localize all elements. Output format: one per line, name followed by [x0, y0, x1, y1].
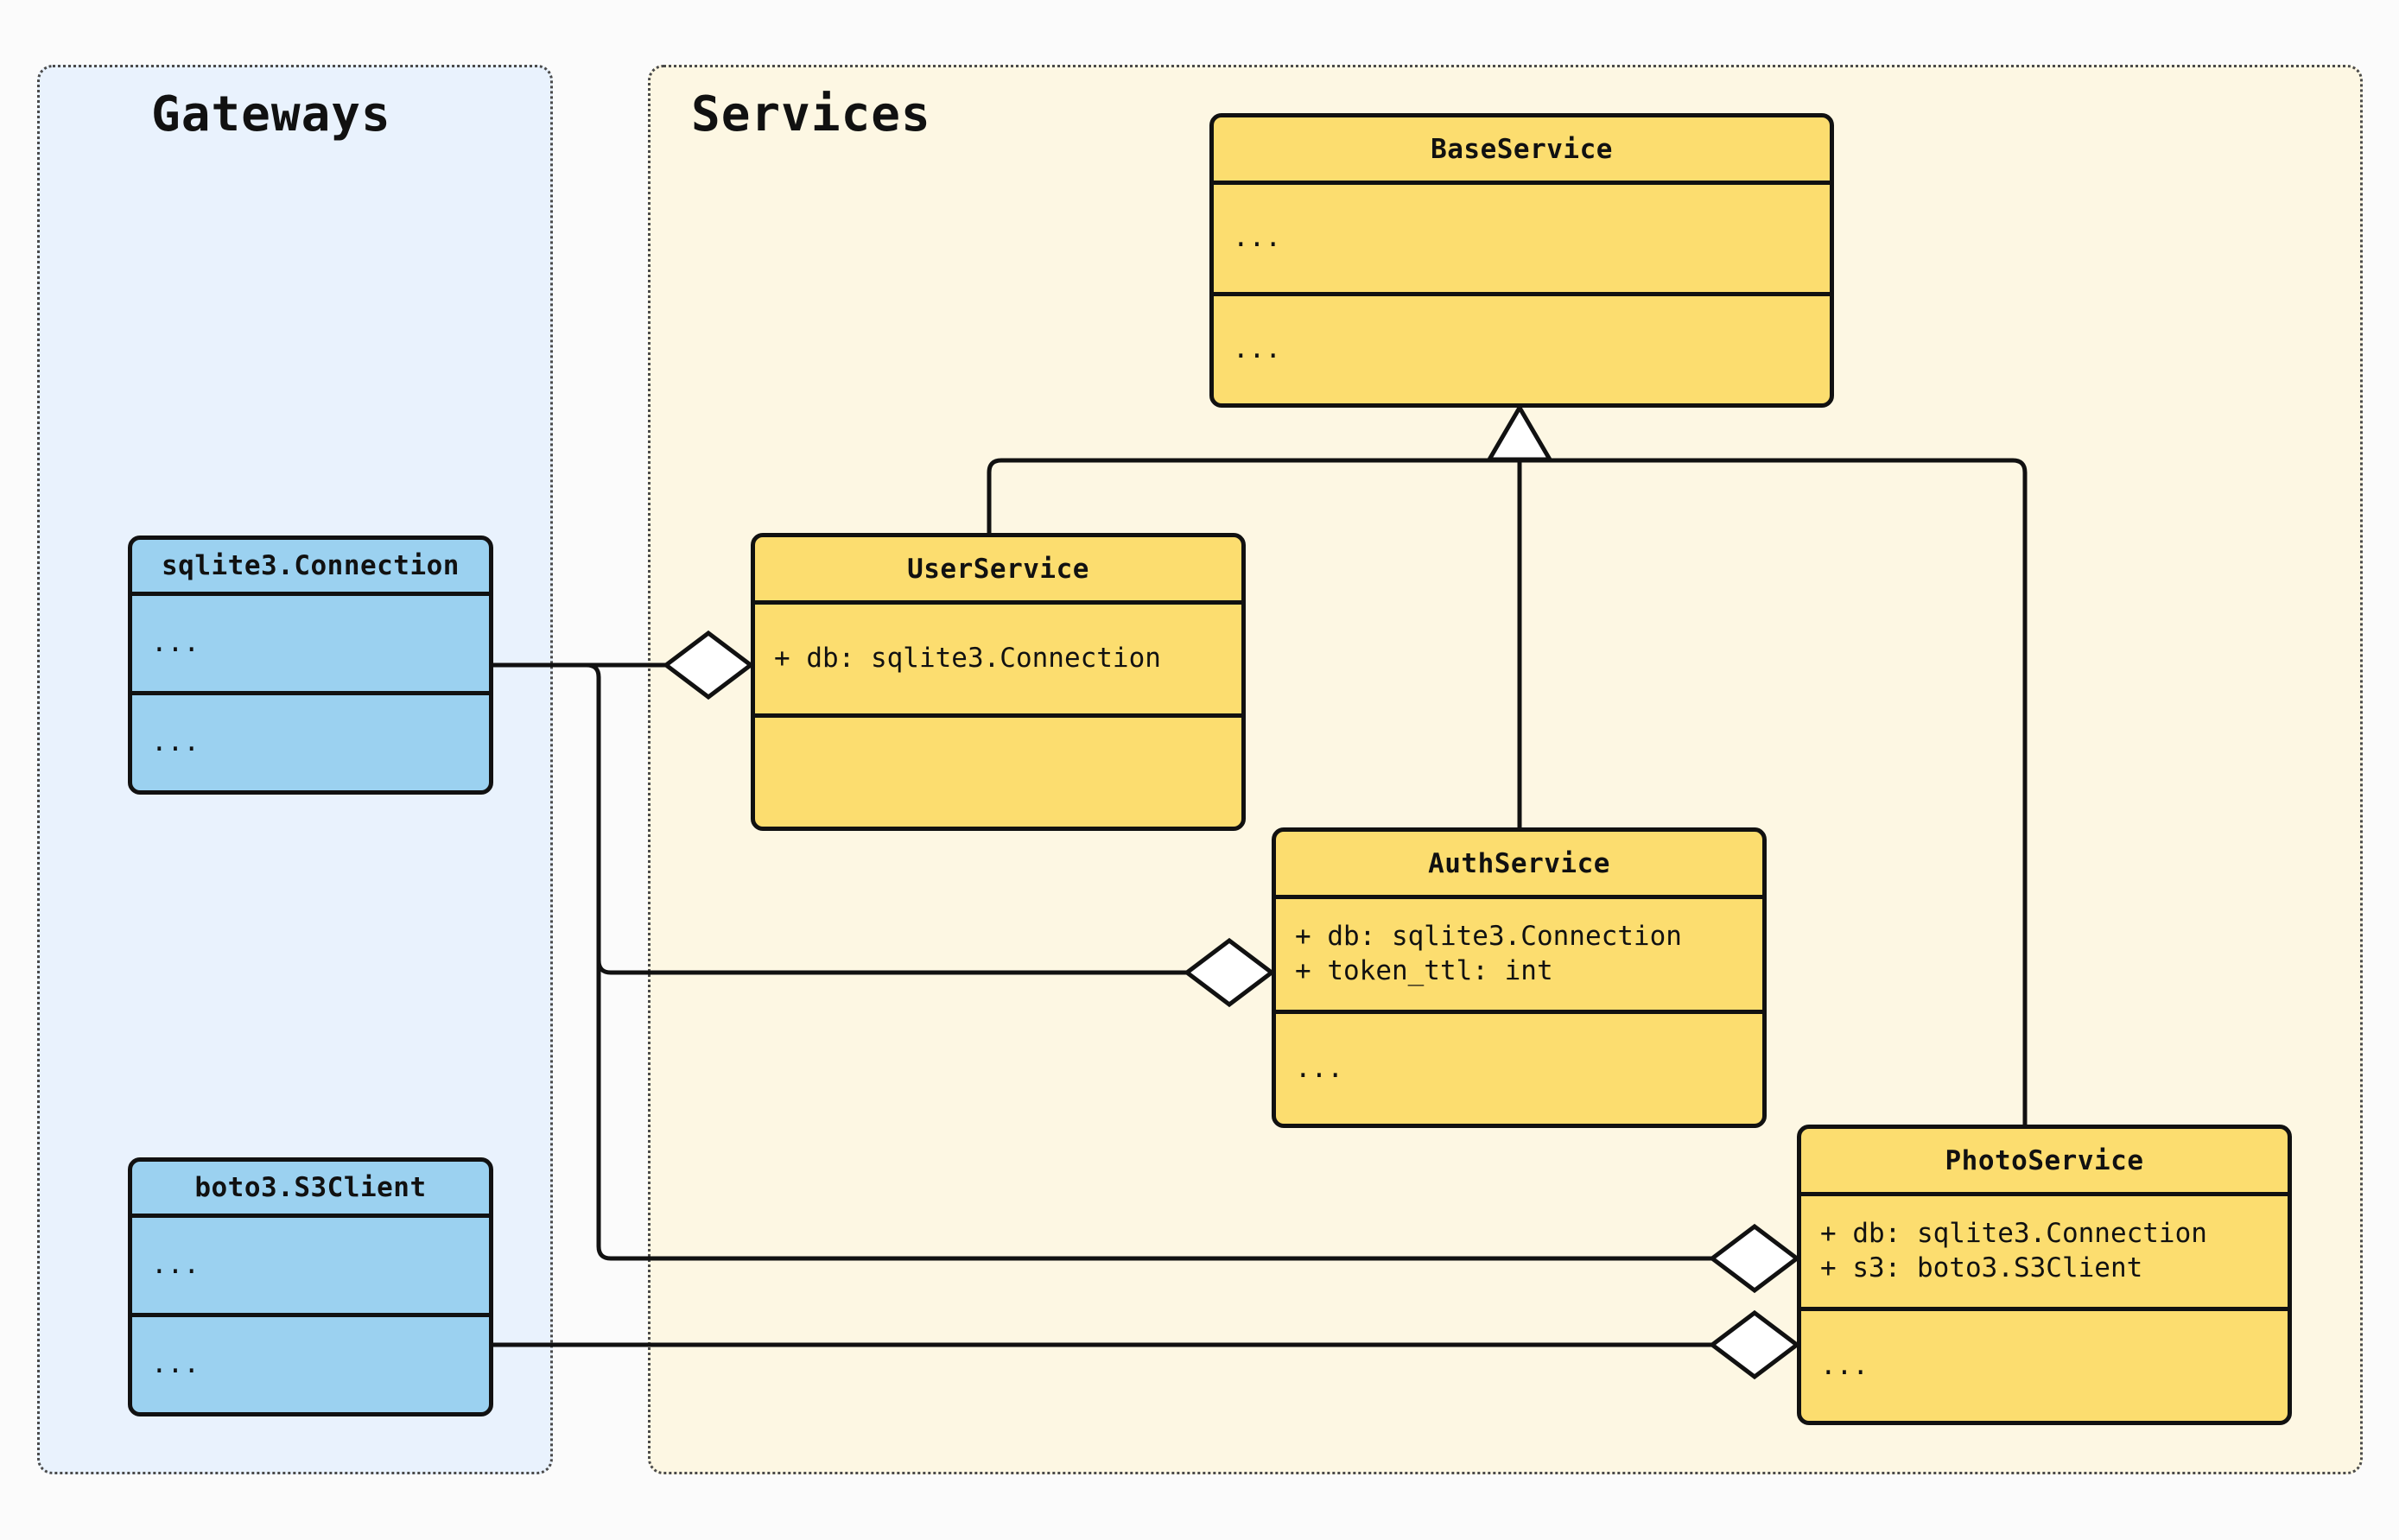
- methods-compartment-boto3-s3client: ...: [132, 1317, 489, 1412]
- method-row: ...: [1820, 1349, 1869, 1381]
- attribute-row: + db: sqlite3.Connection: [1295, 921, 1682, 953]
- methods-compartment-authservice: ...: [1276, 1014, 1762, 1124]
- method-row: ...: [151, 1348, 200, 1380]
- class-compartment-divider: [755, 600, 1241, 605]
- class-compartment-divider: [1801, 1307, 2288, 1311]
- package-gateways-title: Gateways: [151, 86, 391, 143]
- attributes-compartment-photoservice: + db: sqlite3.Connection+ s3: boto3.S3Cl…: [1801, 1196, 2288, 1307]
- class-compartment-divider: [132, 1214, 489, 1218]
- class-box-photoservice[interactable]: PhotoService + db: sqlite3.Connection+ s3…: [1797, 1125, 2292, 1425]
- class-box-boto3-s3client[interactable]: boto3.S3Client......: [128, 1157, 493, 1416]
- methods-compartment-photoservice: ...: [1801, 1311, 2288, 1421]
- class-name-baseservice: BaseService: [1431, 133, 1613, 165]
- class-box-sqlite3-connection[interactable]: sqlite3.Connection......: [128, 536, 493, 795]
- method-row: ...: [1233, 333, 1281, 365]
- attributes-compartment-sqlite3-connection: ...: [132, 596, 489, 691]
- class-compartment-divider: [1214, 292, 1830, 296]
- attribute-row: + token_ttl: int: [1295, 955, 1553, 986]
- class-compartment-divider: [132, 592, 489, 596]
- attribute-row: ...: [151, 1249, 200, 1281]
- attribute-row: + s3: boto3.S3Client: [1820, 1252, 2143, 1283]
- methods-compartment-sqlite3-connection: ...: [132, 695, 489, 790]
- class-box-authservice[interactable]: AuthService + db: sqlite3.Connection+ tok…: [1272, 827, 1767, 1128]
- methods-compartment-baseservice: ...: [1214, 296, 1830, 403]
- methods-compartment-userservice: [755, 718, 1241, 827]
- attributes-compartment-userservice: + db: sqlite3.Connection: [755, 605, 1241, 713]
- attribute-row: + db: sqlite3.Connection: [1820, 1218, 2207, 1250]
- class-compartment-divider: [1801, 1192, 2288, 1196]
- attributes-compartment-authservice: + db: sqlite3.Connection+ token_ttl: int: [1276, 899, 1762, 1010]
- class-name-sqlite3-connection: sqlite3.Connection: [162, 550, 460, 581]
- class-name-boto3-s3client: boto3.S3Client: [194, 1172, 427, 1203]
- class-name-userservice: UserService: [907, 553, 1089, 585]
- attributes-compartment-baseservice: ...: [1214, 185, 1830, 292]
- class-compartment-divider: [132, 691, 489, 695]
- class-compartment-divider: [1214, 181, 1830, 185]
- attribute-row: ...: [151, 627, 200, 659]
- class-name-authservice: AuthService: [1428, 847, 1610, 879]
- class-name-photoservice: PhotoService: [1945, 1144, 2144, 1176]
- method-row: ...: [151, 726, 200, 758]
- method-row: ...: [1295, 1052, 1343, 1084]
- package-services-title: Services: [691, 86, 931, 143]
- attributes-compartment-boto3-s3client: ...: [132, 1218, 489, 1313]
- class-box-userservice[interactable]: UserService + db: sqlite3.Connection: [751, 533, 1246, 831]
- class-compartment-divider: [132, 1313, 489, 1317]
- class-box-baseservice[interactable]: BaseService......: [1209, 113, 1834, 408]
- attribute-row: + db: sqlite3.Connection: [774, 643, 1161, 675]
- attribute-row: ...: [1233, 222, 1281, 254]
